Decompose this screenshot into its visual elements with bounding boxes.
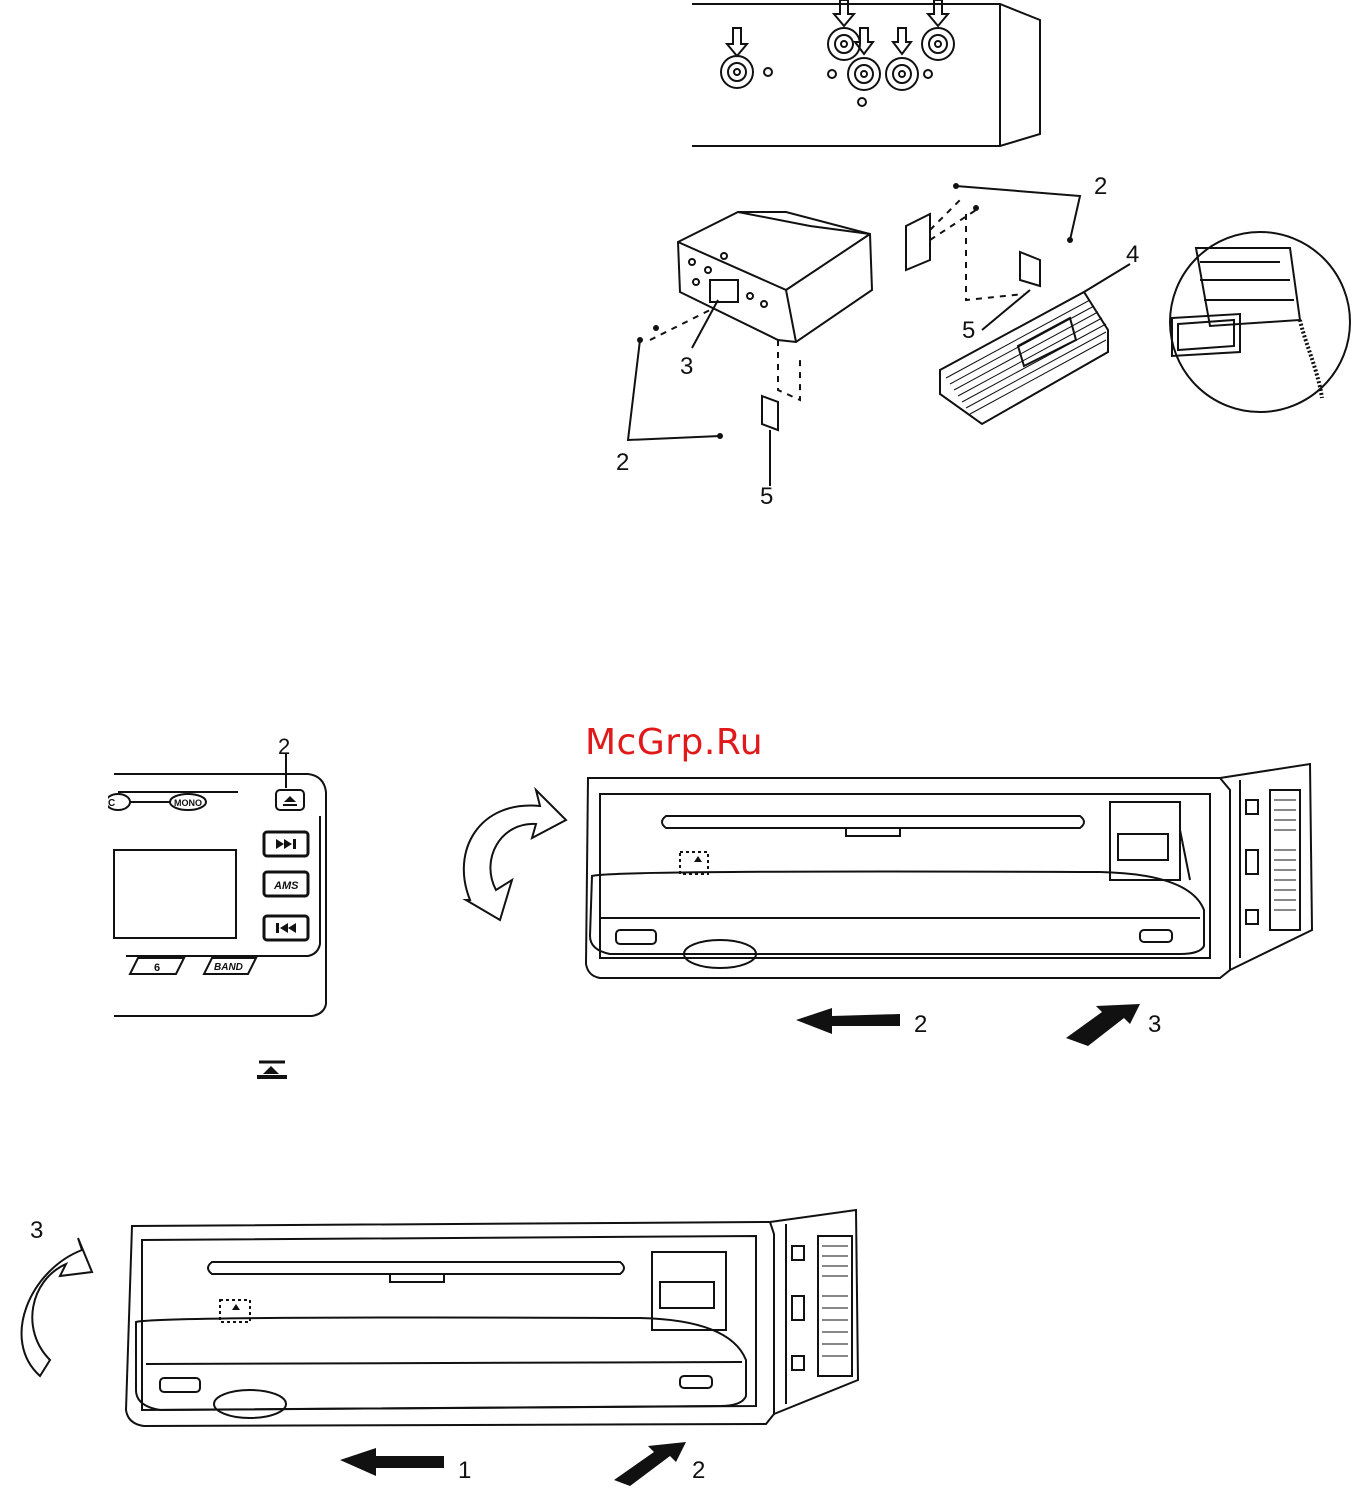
callout-2: 2 bbox=[278, 734, 290, 759]
watermark: McGrp.Ru bbox=[585, 722, 805, 770]
step-label-2: 2 bbox=[692, 1457, 705, 1484]
eject-icon bbox=[255, 1060, 291, 1080]
next-track-icon[interactable] bbox=[276, 839, 296, 849]
label-3: 3 bbox=[680, 353, 693, 380]
step-label-3: 3 bbox=[1148, 1011, 1161, 1038]
label-4: 4 bbox=[1126, 241, 1139, 268]
eject-icon bbox=[232, 1304, 240, 1310]
band-button[interactable]: BAND bbox=[214, 962, 243, 973]
label-5-bottom: 5 bbox=[760, 483, 773, 510]
front-panel-attach-diagram: 3 1 2 bbox=[0, 1200, 880, 1489]
arrow-diagonal-icon bbox=[614, 1442, 686, 1486]
front-panel-removal-diagram: 2 3 bbox=[440, 750, 1320, 1050]
eject-icon bbox=[694, 856, 702, 862]
label-2-top: 2 bbox=[1094, 173, 1107, 200]
step-label-2: 2 bbox=[914, 1011, 927, 1038]
arrow-left-icon bbox=[340, 1448, 444, 1476]
label-2-bottom: 2 bbox=[616, 449, 629, 476]
previous-track-icon[interactable] bbox=[276, 923, 296, 933]
arrow-diagonal-icon bbox=[1066, 1004, 1140, 1046]
eject-icon[interactable] bbox=[283, 796, 297, 806]
arrow-left-icon bbox=[796, 1008, 900, 1034]
front-panel-detail: 2 C MONO AMS 6 BAND bbox=[108, 730, 340, 1020]
preset-6-button[interactable]: 6 bbox=[154, 962, 160, 974]
ams-button[interactable]: AMS bbox=[273, 880, 299, 892]
step-label-3: 3 bbox=[30, 1217, 43, 1244]
label-5-right: 5 bbox=[962, 317, 975, 344]
installation-diagram: 2 2 3 4 5 5 bbox=[600, 0, 1359, 520]
mono-button[interactable]: MONO bbox=[174, 798, 202, 808]
step-label-1: 1 bbox=[458, 1457, 471, 1484]
partial-button-label: C bbox=[108, 798, 115, 809]
